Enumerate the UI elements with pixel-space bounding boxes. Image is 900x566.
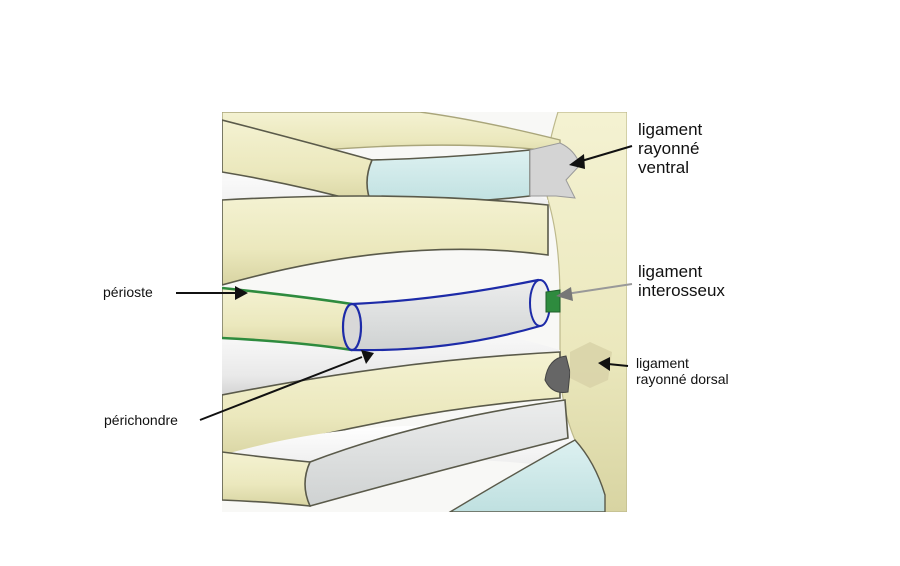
label-perichondre: périchondre [104, 412, 178, 428]
perioste-line [222, 336, 353, 352]
label-line: ligament [638, 262, 703, 281]
label-line: ligament [636, 355, 689, 371]
costal-cartilage-blue [448, 439, 606, 512]
label-line: ligament [638, 120, 703, 139]
label-perioste: périoste [103, 284, 153, 300]
label-line: rayonné [638, 139, 700, 158]
label-ligament-rayonne-ventral: ligament rayonné ventral [638, 120, 702, 177]
label-line: périchondre [104, 412, 178, 428]
annotation-arrows [176, 145, 633, 421]
ligament-rayonne-ventral-shape [529, 142, 581, 199]
rib [222, 195, 549, 286]
label-line: rayonné dorsal [636, 371, 729, 387]
ligament-rayonne-dorsal-shape [570, 342, 612, 388]
cartilage-cut-face [341, 302, 363, 352]
label-line: ventral [638, 158, 690, 177]
costal-cartilage [304, 399, 569, 507]
label-line: périoste [103, 284, 153, 300]
label-line: interosseux [638, 281, 725, 300]
label-ligament-rayonne-dorsal: ligament rayonné dorsal [636, 355, 729, 387]
ligament-interosseux-shape [545, 289, 561, 313]
label-ligament-interosseux: ligament interosseux [638, 262, 725, 300]
rib [222, 451, 311, 507]
anatomy-panel [222, 112, 627, 512]
